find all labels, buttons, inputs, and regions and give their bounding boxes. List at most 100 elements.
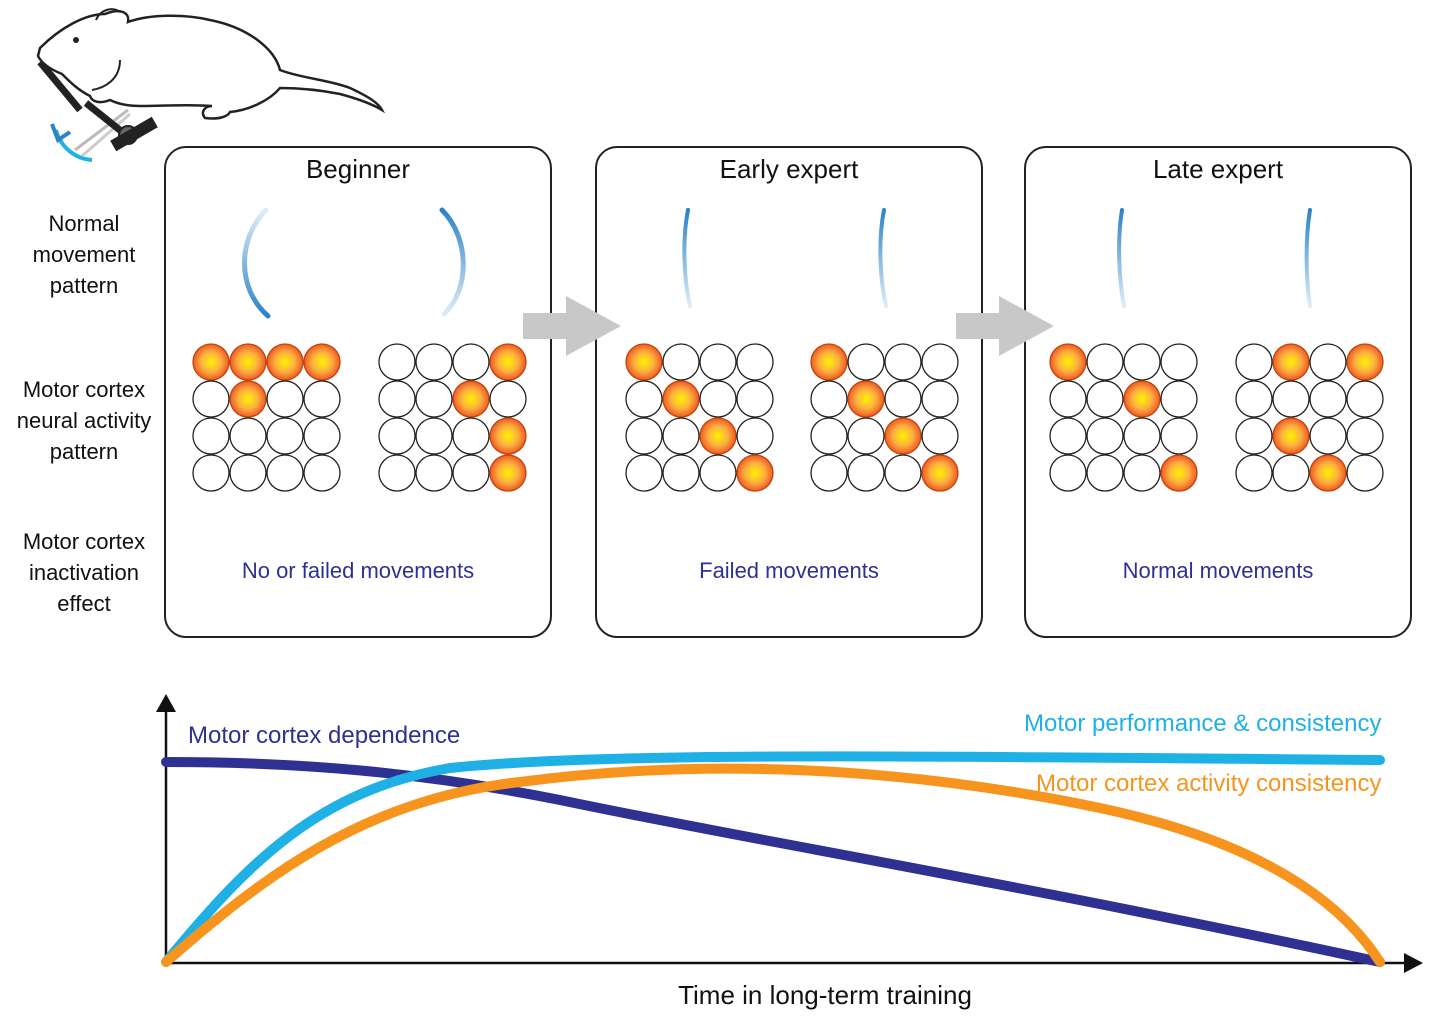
neuron-inactive	[699, 343, 737, 381]
neuron-active	[884, 417, 922, 455]
neuron-inactive	[810, 454, 848, 492]
neuron-inactive	[1160, 343, 1198, 381]
neuron-active	[489, 343, 527, 381]
neuron-active	[1049, 343, 1087, 381]
row-label-movement: Normal movement pattern	[0, 208, 168, 301]
movement-trace	[439, 207, 466, 317]
neuron-inactive	[699, 380, 737, 418]
neuron-active	[921, 454, 959, 492]
stage-box-beginner: Beginner No or failed movements	[164, 146, 552, 638]
neuron-inactive	[1086, 454, 1124, 492]
neuron-inactive	[1235, 343, 1273, 381]
neuron-active	[1309, 454, 1347, 492]
stage-content-overlay	[192, 207, 1384, 492]
row-label-inactivation: Motor cortex inactivation effect	[0, 526, 168, 619]
neuron-inactive	[229, 417, 267, 455]
row-label-line: Motor cortex	[22, 529, 146, 554]
x-axis-arrowhead	[1404, 953, 1423, 973]
row-label-activity: Motor cortex neural activity pattern	[0, 374, 168, 467]
row-label-line: pattern	[49, 273, 119, 298]
stage-box-late-expert: Late expert Normal movements	[1024, 146, 1412, 638]
neuron-inactive	[303, 380, 341, 418]
neuron-inactive	[736, 417, 774, 455]
neuron-inactive	[810, 417, 848, 455]
neuron-inactive	[266, 417, 304, 455]
x-axis-label: Time in long-term training	[678, 980, 972, 1010]
neuron-active	[810, 343, 848, 381]
neuron-active	[1272, 343, 1310, 381]
neuron-active	[1272, 417, 1310, 455]
stage-effect-text: Failed movements	[699, 558, 879, 583]
movement-trace	[1117, 208, 1126, 308]
row-label-line: movement	[32, 242, 136, 267]
neuron-inactive	[1272, 454, 1310, 492]
movement-trace	[878, 208, 888, 308]
neuron-inactive	[1309, 417, 1347, 455]
neuron-active	[1346, 343, 1384, 381]
neuron-inactive	[1346, 380, 1384, 418]
neuron-inactive	[1086, 343, 1124, 381]
neuron-inactive	[303, 454, 341, 492]
neuron-inactive	[847, 343, 885, 381]
neuron-inactive	[1123, 417, 1161, 455]
neuron-active	[489, 417, 527, 455]
progression-arrow	[523, 296, 621, 356]
neuron-active	[1123, 380, 1161, 418]
row-label-line: Normal	[48, 211, 120, 236]
neuron-active	[489, 454, 527, 492]
neuron-inactive	[378, 417, 416, 455]
neuron-inactive	[415, 417, 453, 455]
neuron-inactive	[1160, 417, 1198, 455]
neuron-inactive	[1086, 417, 1124, 455]
neuron-inactive	[1049, 417, 1087, 455]
neuron-inactive	[452, 343, 490, 381]
neuron-inactive	[378, 454, 416, 492]
neuron-inactive	[1235, 454, 1273, 492]
neuron-inactive	[415, 380, 453, 418]
neuron-inactive	[192, 417, 230, 455]
stage-effect-text: Normal movements	[1122, 558, 1314, 583]
stage-title: Late expert	[1152, 154, 1284, 184]
curve-label-dependence: Motor cortex dependence	[188, 722, 461, 749]
neuron-inactive	[1160, 380, 1198, 418]
y-axis-arrowhead	[156, 694, 176, 712]
neuron-inactive	[266, 380, 304, 418]
progression-arrow	[956, 296, 1054, 356]
neuron-inactive	[699, 454, 737, 492]
neuron-inactive	[625, 417, 663, 455]
mouse-illustration	[36, 8, 386, 162]
neuron-inactive	[884, 454, 922, 492]
neuron-active	[266, 343, 304, 381]
neuron-inactive	[452, 417, 490, 455]
neuron-inactive	[415, 454, 453, 492]
neuron-active	[1160, 454, 1198, 492]
neuron-inactive	[266, 454, 304, 492]
neuron-inactive	[662, 454, 700, 492]
neuron-inactive	[1086, 380, 1124, 418]
neuron-inactive	[378, 380, 416, 418]
row-label-line: neural activity	[16, 408, 152, 433]
row-label-line: pattern	[49, 439, 119, 464]
neuron-inactive	[452, 454, 490, 492]
neuron-active	[736, 454, 774, 492]
neuron-inactive	[415, 343, 453, 381]
neuron-inactive	[625, 380, 663, 418]
neuron-inactive	[1049, 380, 1087, 418]
stage-box-early-expert: Early expert Failed movements	[595, 146, 983, 638]
movement-trace	[242, 207, 271, 319]
neuron-inactive	[1235, 417, 1273, 455]
neuron-inactive	[1346, 454, 1384, 492]
stage-title: Beginner	[305, 154, 411, 184]
neuron-inactive	[1309, 380, 1347, 418]
neuron-inactive	[810, 380, 848, 418]
neuron-inactive	[1123, 454, 1161, 492]
movement-trace	[1304, 208, 1312, 308]
neuron-active	[192, 343, 230, 381]
neuron-inactive	[736, 343, 774, 381]
neuron-inactive	[1123, 343, 1161, 381]
neuron-inactive	[1346, 417, 1384, 455]
neuron-active	[847, 380, 885, 418]
neuron-active	[452, 380, 490, 418]
neuron-active	[303, 343, 341, 381]
neuron-inactive	[884, 380, 922, 418]
